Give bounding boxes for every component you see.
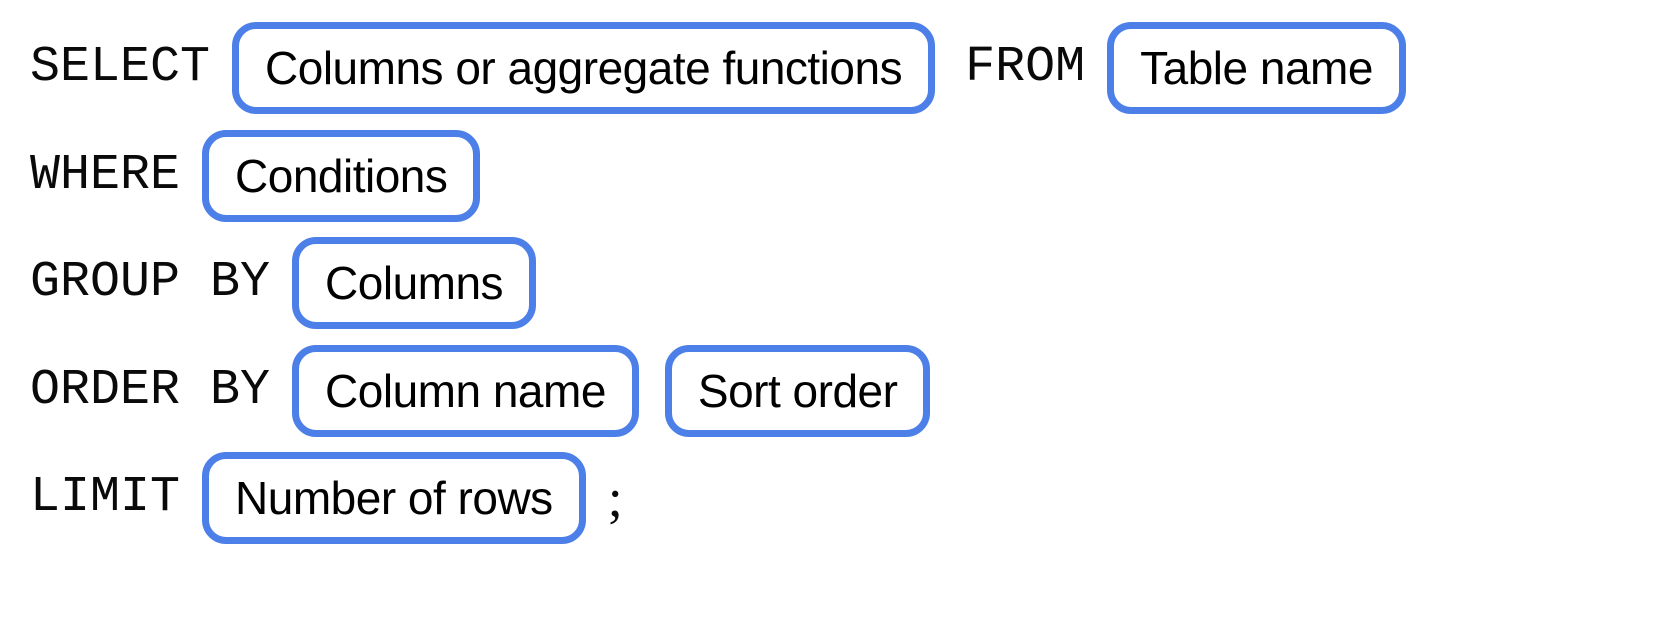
sql-slot-label: Sort order: [697, 365, 898, 417]
sql-clause-row-order-by: ORDER BY Column name Sort order: [30, 345, 931, 437]
sql-keyword-group-by: GROUP BY: [30, 254, 271, 311]
sql-keyword-order-by: ORDER BY: [30, 362, 271, 419]
sql-slot-label: Column name: [325, 365, 606, 417]
sql-clause-row-group-by: GROUP BY Columns: [30, 237, 537, 329]
sql-slot-number-of-rows[interactable]: Number of rows: [202, 452, 586, 544]
sql-slot-columns-or-aggregate-functions[interactable]: Columns or aggregate functions: [232, 22, 936, 114]
sql-clause-row-select: SELECT Columns or aggregate functions FR…: [30, 22, 1406, 114]
sql-slot-conditions[interactable]: Conditions: [202, 130, 481, 222]
sql-slot-label: Columns: [325, 257, 504, 309]
sql-clause-row-where: WHERE Conditions: [30, 130, 481, 222]
sql-slot-group-by-columns[interactable]: Columns: [292, 237, 537, 329]
sql-keyword-select: SELECT: [30, 39, 211, 96]
sql-keyword-limit: LIMIT: [30, 469, 181, 526]
sql-slot-table-name[interactable]: Table name: [1107, 22, 1406, 114]
sql-slot-sort-order[interactable]: Sort order: [664, 345, 931, 437]
sql-statement-terminator: ;: [607, 468, 623, 528]
sql-slot-label: Table name: [1140, 42, 1373, 94]
sql-keyword-where: WHERE: [30, 147, 181, 204]
sql-keyword-from: FROM: [965, 39, 1086, 96]
sql-slot-label: Number of rows: [235, 472, 553, 524]
sql-slot-label: Columns or aggregate functions: [265, 42, 903, 94]
sql-slot-label: Conditions: [235, 150, 448, 202]
sql-slot-order-by-column-name[interactable]: Column name: [292, 345, 639, 437]
sql-clause-row-limit: LIMIT Number of rows ;: [30, 452, 623, 544]
